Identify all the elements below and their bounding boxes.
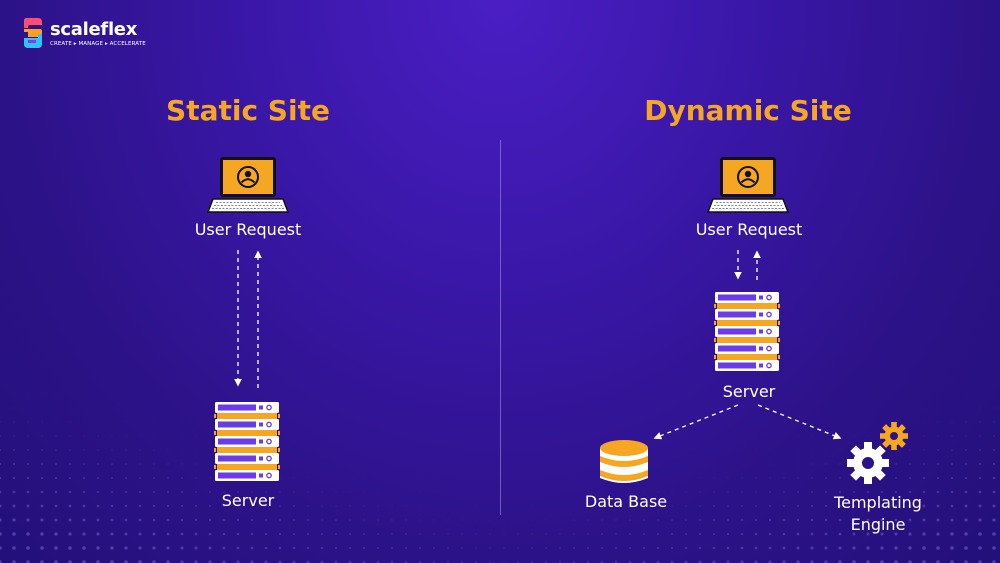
static-site-title: Static Site (166, 94, 330, 127)
static-user-request-label: User Request (194, 220, 302, 239)
scaleflex-logo[interactable]: scaleflex CREATE ▸ MANAGE ▸ ACCELERATE (22, 16, 146, 50)
brand-tagline: CREATE ▸ MANAGE ▸ ACCELERATE (50, 40, 146, 47)
server-to-templating-arrow (757, 404, 842, 440)
static-server-stack-icon (214, 402, 280, 481)
database-label: Data Base (584, 492, 668, 511)
static-server-label: Server (221, 491, 275, 510)
database-icon (600, 440, 648, 483)
brand-name: scaleflex (50, 18, 138, 40)
dynamic-user-request-label: User Request (695, 220, 803, 239)
dynamic-server-stack-icon (714, 292, 780, 371)
section-divider (500, 140, 501, 515)
static-user-laptop-icon (207, 156, 289, 213)
dynamic-user-laptop-icon (707, 156, 789, 213)
dynamic-site-title: Dynamic Site (644, 94, 852, 127)
gears-icon (847, 422, 908, 484)
templating-label-line2: Engine (850, 515, 906, 534)
templating-engine-label: Templating Engine (778, 492, 978, 536)
scaleflex-logo-icon (24, 18, 42, 48)
dynamic-server-label: Server (722, 382, 776, 401)
templating-label-line1: Templating (834, 493, 922, 512)
server-to-database-arrow (653, 404, 739, 440)
